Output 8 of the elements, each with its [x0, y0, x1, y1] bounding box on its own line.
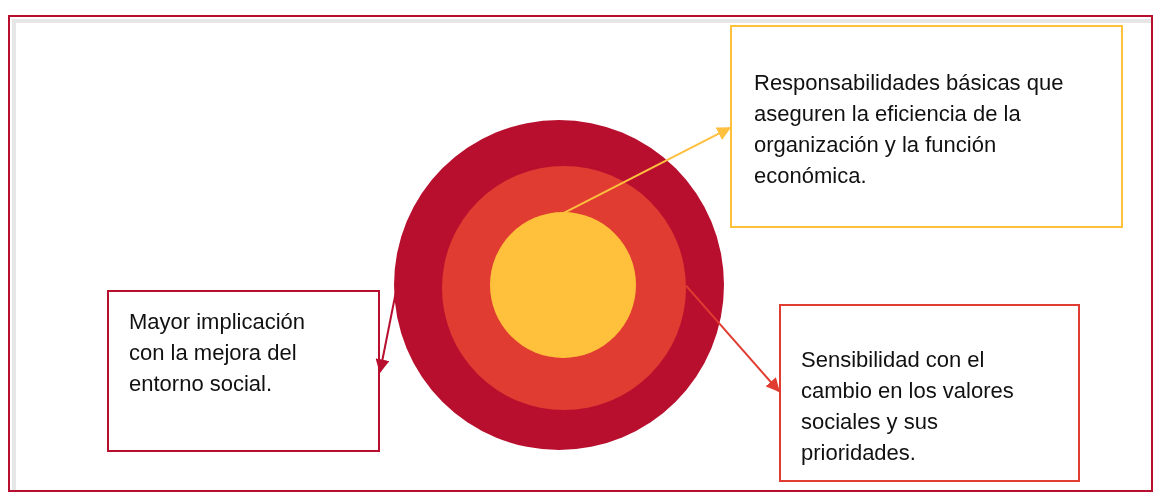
box-text: Responsabilidades básicas que aseguren la eficiencia de la organización y la función económica. [754, 69, 1065, 190]
text-box [730, 25, 1123, 228]
arrow [562, 126, 732, 215]
text-box [107, 290, 380, 452]
text-box [779, 304, 1080, 482]
box-text: Mayor implicación con la mejora del entorno social. [129, 308, 307, 398]
arrow [685, 284, 780, 393]
box-text: Sensibilidad con el cambio en los valores sociales y sus prioridades. [801, 346, 1015, 467]
